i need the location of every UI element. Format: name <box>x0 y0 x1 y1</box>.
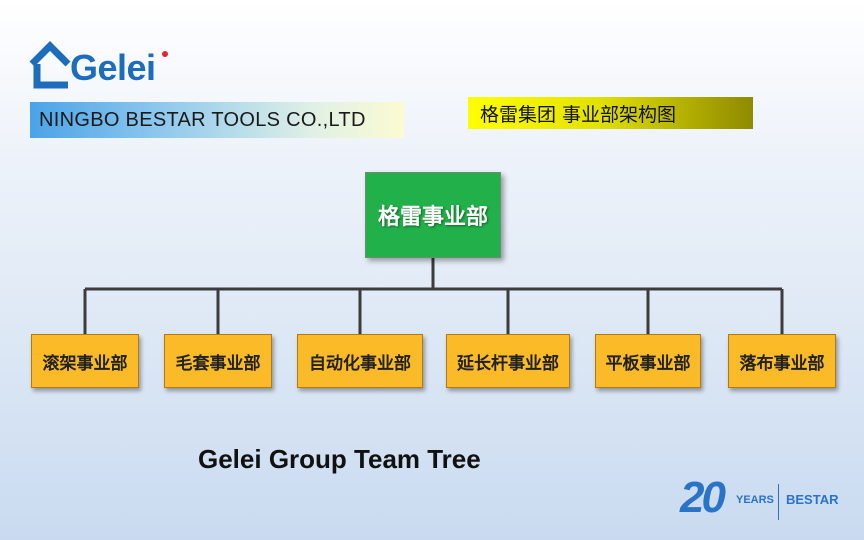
anniversary-logo: 20 YEARS BESTAR <box>680 476 840 524</box>
company-name-banner: NINGBO BESTAR TOOLS CO.,LTD <box>30 102 404 138</box>
house-icon <box>29 41 71 89</box>
logo-text: Gelei <box>70 47 156 88</box>
org-node-root: 格雷事业部 <box>365 172 501 258</box>
org-node-child: 平板事业部 <box>595 334 701 388</box>
logo-dot <box>162 51 168 57</box>
org-node-child: 毛套事业部 <box>164 334 272 388</box>
company-logo: Gelei <box>28 38 156 90</box>
diagram-title-banner: 格雷集团 事业部架构图 <box>468 97 753 129</box>
org-node-child: 滚架事业部 <box>31 334 139 388</box>
anniversary-divider <box>778 484 779 520</box>
anniversary-years-label: YEARS <box>736 494 774 506</box>
org-node-child: 落布事业部 <box>728 334 836 388</box>
anniversary-brand: BESTAR <box>786 492 839 507</box>
org-node-child: 延长杆事业部 <box>446 334 570 388</box>
anniversary-number: 20 <box>680 473 726 522</box>
org-node-child: 自动化事业部 <box>297 334 423 388</box>
diagram-caption: Gelei Group Team Tree <box>198 444 481 474</box>
